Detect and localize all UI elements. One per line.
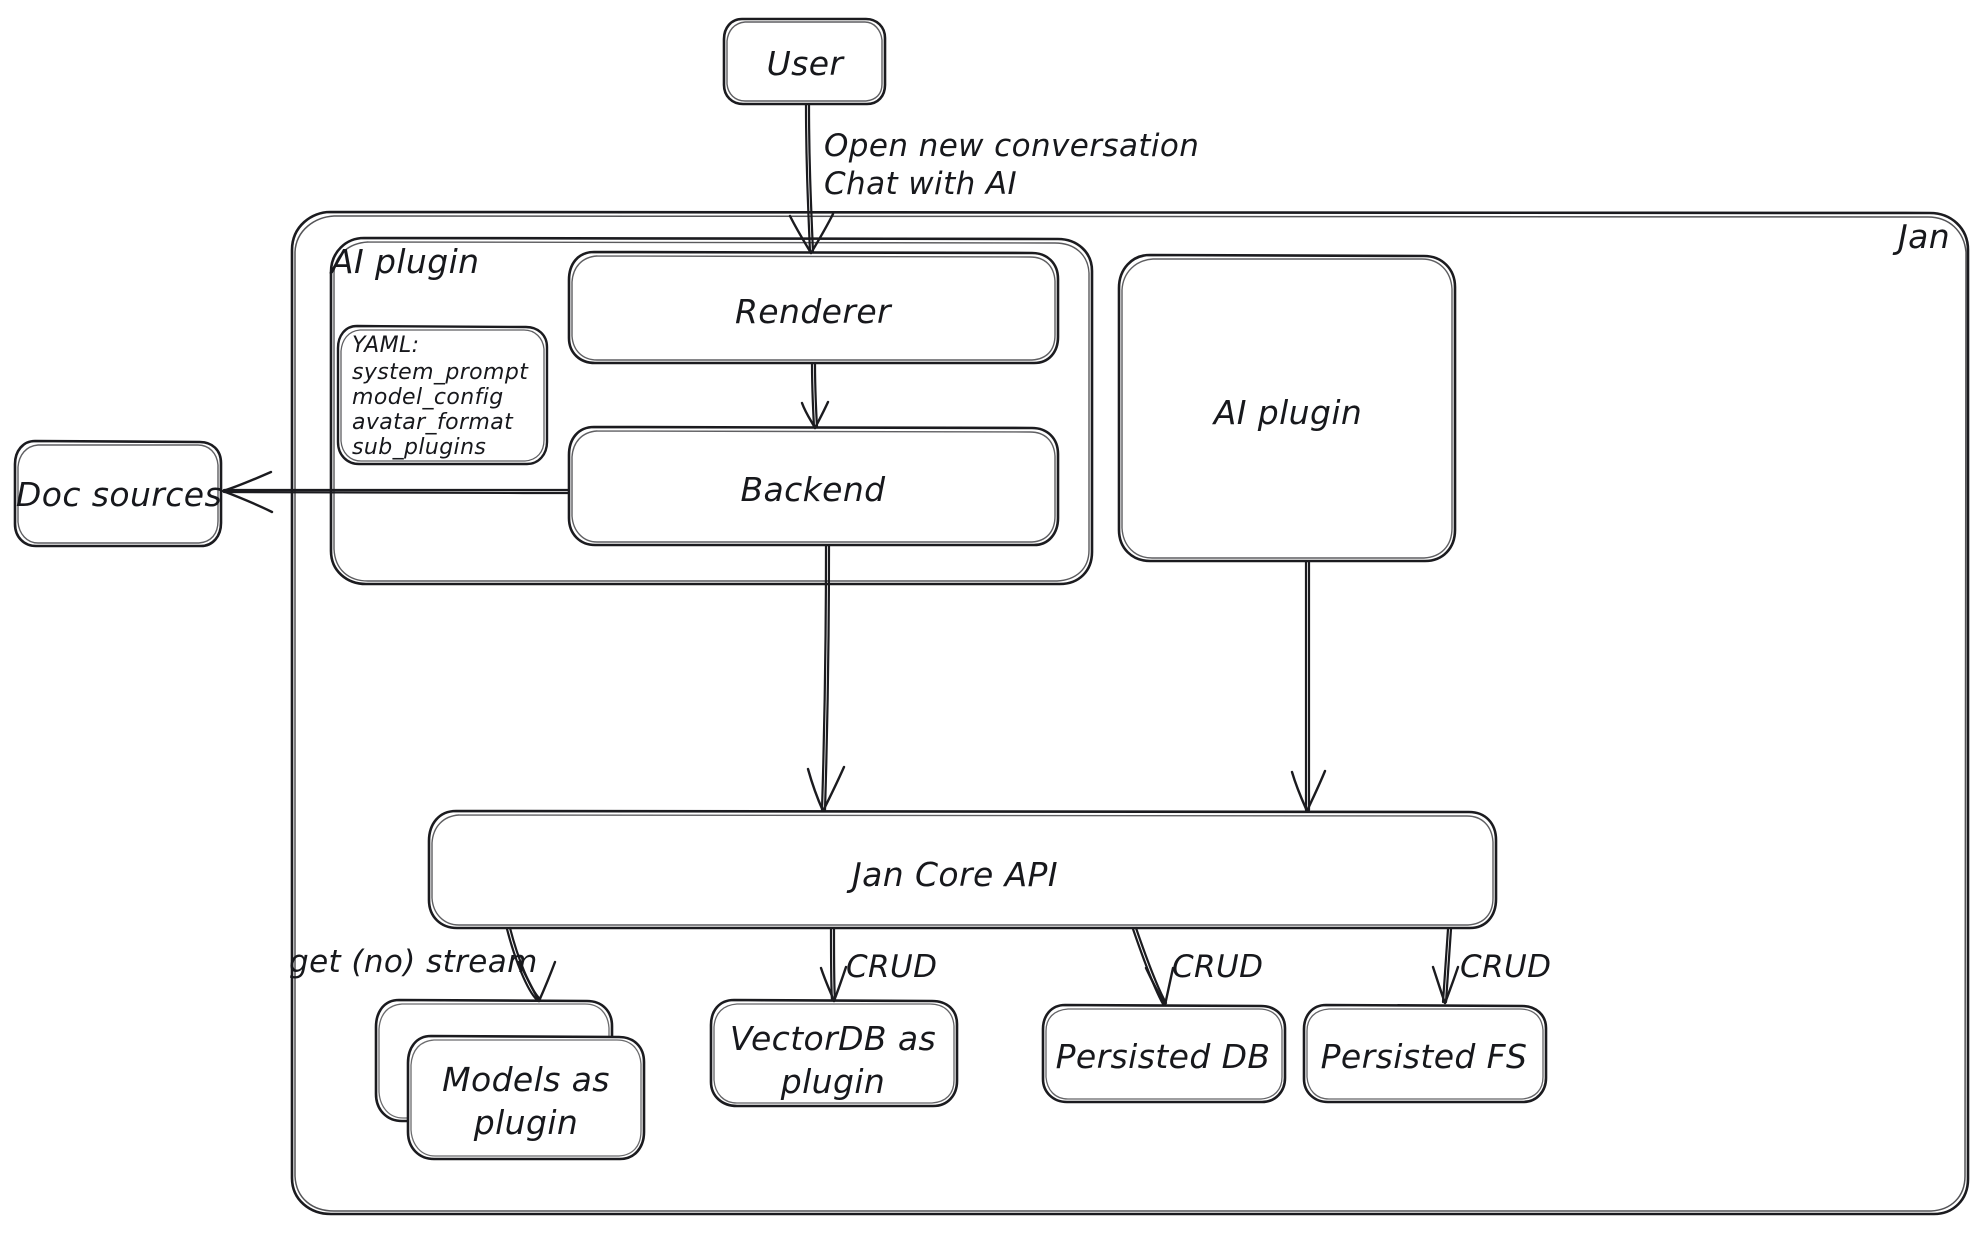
- node-label-user[interactable]: User: [766, 44, 844, 83]
- node-label-vectordb-as-plugin[interactable]: VectorDB as plugin: [729, 1019, 937, 1101]
- edge-label-chat-with-ai: Chat with AI: [824, 166, 1018, 202]
- edge-label-open-new-conversation: Open new conversation: [824, 128, 1200, 164]
- node-label-jan-core-api[interactable]: Jan Core API: [852, 855, 1058, 894]
- yaml-card-key-model-config: model_config: [352, 385, 504, 410]
- node-label-backend[interactable]: Backend: [740, 470, 886, 509]
- edge-jan-core-api-to-vectordb: [819, 927, 848, 1003]
- yaml-card-key-avatar-format: avatar_format: [352, 410, 514, 435]
- node-label-ai-plugin[interactable]: AI plugin: [1213, 393, 1363, 432]
- group-label-jan: Jan: [1898, 217, 1951, 256]
- edge-jan-core-api-to-persisted-fs: [1431, 927, 1460, 1005]
- node-label-persisted-fs[interactable]: Persisted FS: [1320, 1037, 1528, 1076]
- node-label-doc-sources[interactable]: Doc sources: [15, 475, 223, 514]
- node-label-renderer[interactable]: Renderer: [734, 292, 892, 331]
- edge-backend-to-jan-core-api: [806, 544, 846, 813]
- yaml-card-title: YAML:: [352, 333, 420, 358]
- yaml-card-key-system-prompt: system_prompt: [352, 360, 529, 385]
- group-label-ai-plugin: AI plugin: [331, 242, 480, 281]
- edge-renderer-to-backend: [800, 362, 830, 430]
- yaml-card-key-sub-plugins: sub_plugins: [352, 435, 487, 460]
- edge-label-crud-vectordb: CRUD: [846, 949, 938, 985]
- edge-ai-plugin-to-jan-core-api: [1290, 560, 1327, 813]
- node-label-models-as-plugin[interactable]: Models as plugin: [442, 1060, 610, 1142]
- edge-label-crud-persisted-db: CRUD: [1172, 949, 1264, 985]
- node-label-persisted-db[interactable]: Persisted DB: [1055, 1037, 1271, 1076]
- edge-backend-to-doc-sources: [221, 470, 570, 514]
- edge-label-crud-persisted-fs: CRUD: [1460, 949, 1552, 985]
- edge-jan-core-api-to-persisted-db: [1131, 926, 1175, 1007]
- edge-label-get-no-stream: get (no) stream: [289, 944, 538, 980]
